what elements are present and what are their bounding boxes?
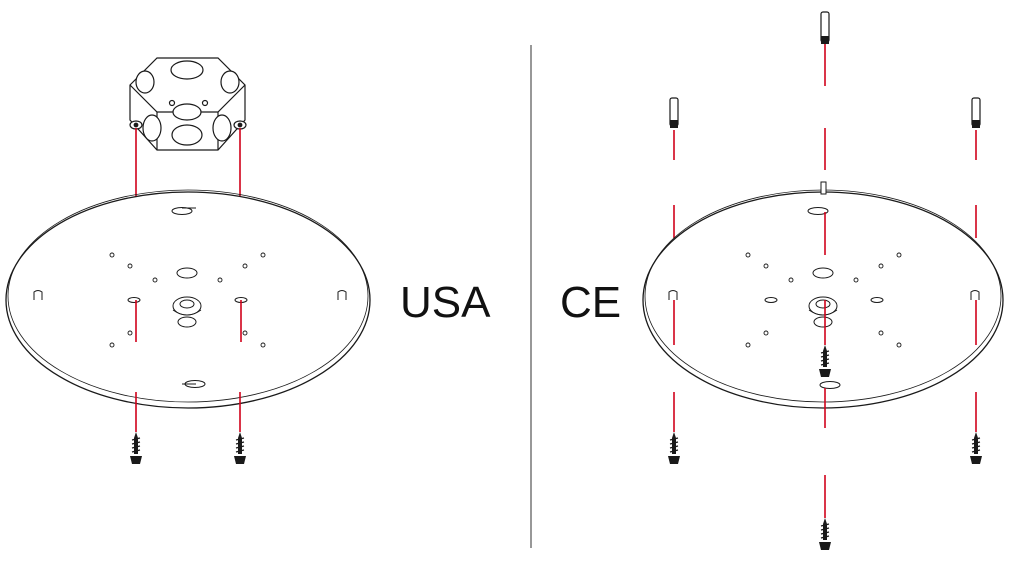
usa-section [5,57,371,464]
wall-anchor-icon [669,97,679,128]
mounting-screw-icon [234,432,246,464]
octagonal-junction-box-icon [129,57,247,151]
mounting-screw-icon [970,432,982,464]
wall-anchor-icon [971,97,981,128]
mounting-screw-icon [819,518,831,550]
mounting-screw-icon [668,432,680,464]
mounting-screw-icon [819,345,831,377]
ce-section [642,11,1004,550]
mounting-plate [5,189,371,409]
wall-anchor-icon [820,11,830,44]
mounting-plate [642,181,1004,409]
usa-label: USA [400,278,491,327]
mounting-screw-icon [130,432,142,464]
ce-label: CE [560,278,622,327]
